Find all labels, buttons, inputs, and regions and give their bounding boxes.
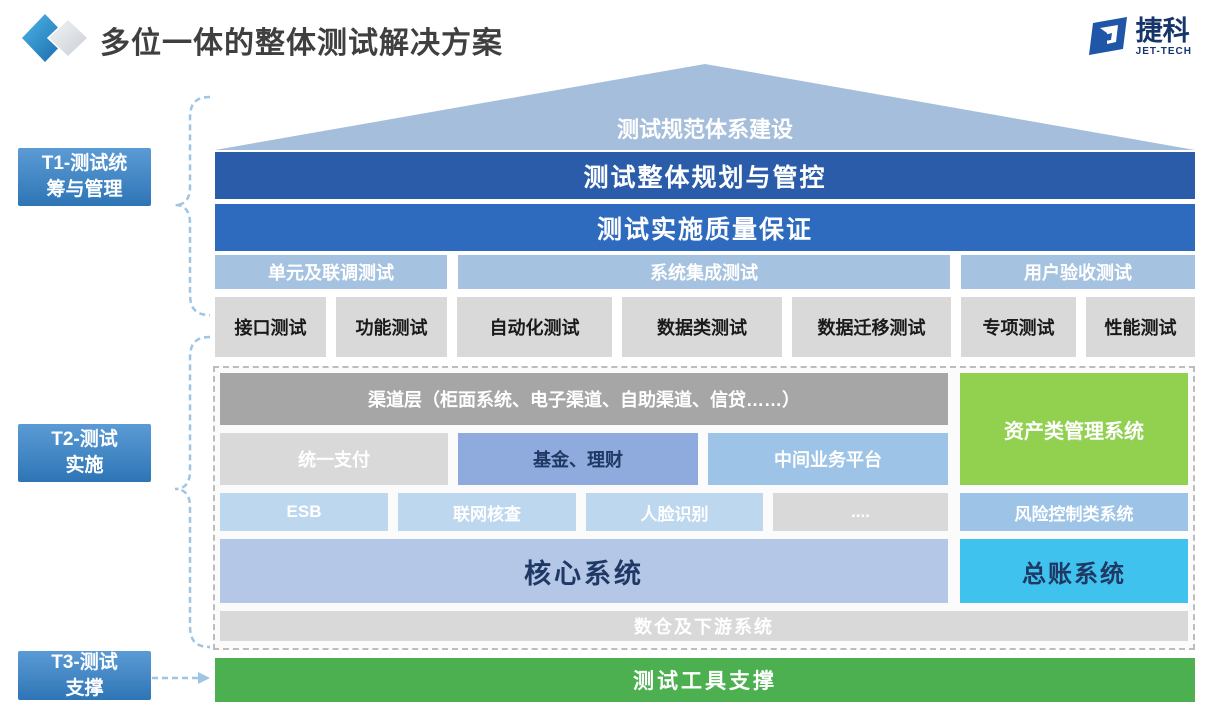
jet-tech-logo-icon [1088,14,1130,61]
side-label-t3-line2: 支撑 [65,677,104,699]
esb-box: ESB [220,493,388,531]
intermediate-business-box: 中间业务平台 [708,433,948,485]
network-check-box: 联网核查 [398,493,576,531]
type-interface-test: 接口测试 [215,297,326,357]
downstream-systems-box: 数仓及下游系统 [220,611,1188,641]
level-system-integration: 系统集成测试 [458,255,950,289]
esb-systems-row: ESB 联网核查 人脸识别 .... [220,493,948,531]
bar-quality-assurance: 测试实施质量保证 [215,204,1195,251]
level-unit-integration: 单元及联调测试 [215,255,447,289]
type-automation-test: 自动化测试 [457,297,612,357]
type-data-test: 数据类测试 [622,297,782,357]
side-label-t1: T1-测试统 筹与管理 [18,148,151,206]
test-levels-row: 单元及联调测试 系统集成测试 用户验收测试 [215,255,1195,289]
side-label-t2: T2-测试 实施 [18,424,151,482]
type-data-migration-test: 数据迁移测试 [792,297,951,357]
systems-under-test-panel: 渠道层（柜面系统、电子渠道、自助渠道、信贷……） 资产类管理系统 统一支付 基金… [213,366,1195,650]
risk-control-box: 风险控制类系统 [960,493,1188,531]
asset-management-box: 资产类管理系统 [960,373,1188,485]
page-title: 多位一体的整体测试解决方案 [100,27,503,60]
type-performance-test: 性能测试 [1086,297,1195,357]
type-function-test: 功能测试 [336,297,447,357]
jet-tech-logo: 捷科 JET-TECH [1088,14,1192,61]
title-diamond-icon [22,12,92,69]
side-label-t1-line1: T1-测试统 [41,153,128,175]
side-label-t2-line1: T2-测试 [51,429,118,451]
general-ledger-box: 总账系统 [960,539,1188,603]
side-label-t1-line2: 筹与管理 [46,179,123,200]
bar-overall-planning: 测试整体规划与管控 [215,152,1195,199]
side-label-t3: T3-测试 支撑 [18,651,151,700]
side-label-t2-line2: 实施 [65,455,104,476]
side-label-t3-line1: T3-测试 [51,651,118,673]
logo-name: 捷科 [1135,16,1190,46]
level-user-acceptance: 用户验收测试 [961,255,1195,289]
type-special-test: 专项测试 [961,297,1076,357]
logo-subtitle: JET-TECH [1135,46,1192,57]
face-recognition-box: 人脸识别 [586,493,763,531]
more-systems-box: .... [773,493,948,531]
test-types-row: 接口测试 功能测试 自动化测试 数据类测试 数据迁移测试 专项测试 性能测试 [215,297,1195,357]
core-system-box: 核心系统 [220,539,948,603]
test-tool-support-bar: 测试工具支撑 [215,658,1195,702]
unified-payment-box: 统一支付 [220,433,448,485]
middle-systems-row: 统一支付 基金、理财 中间业务平台 [220,433,948,485]
bracket-lines [152,95,211,684]
channel-layer-box: 渠道层（柜面系统、电子渠道、自助渠道、信贷……） [220,373,948,425]
fund-wealth-box: 基金、理财 [458,433,698,485]
roof-test-standards: 测试规范体系建设 [215,64,1195,150]
roof-label: 测试规范体系建设 [616,117,793,142]
